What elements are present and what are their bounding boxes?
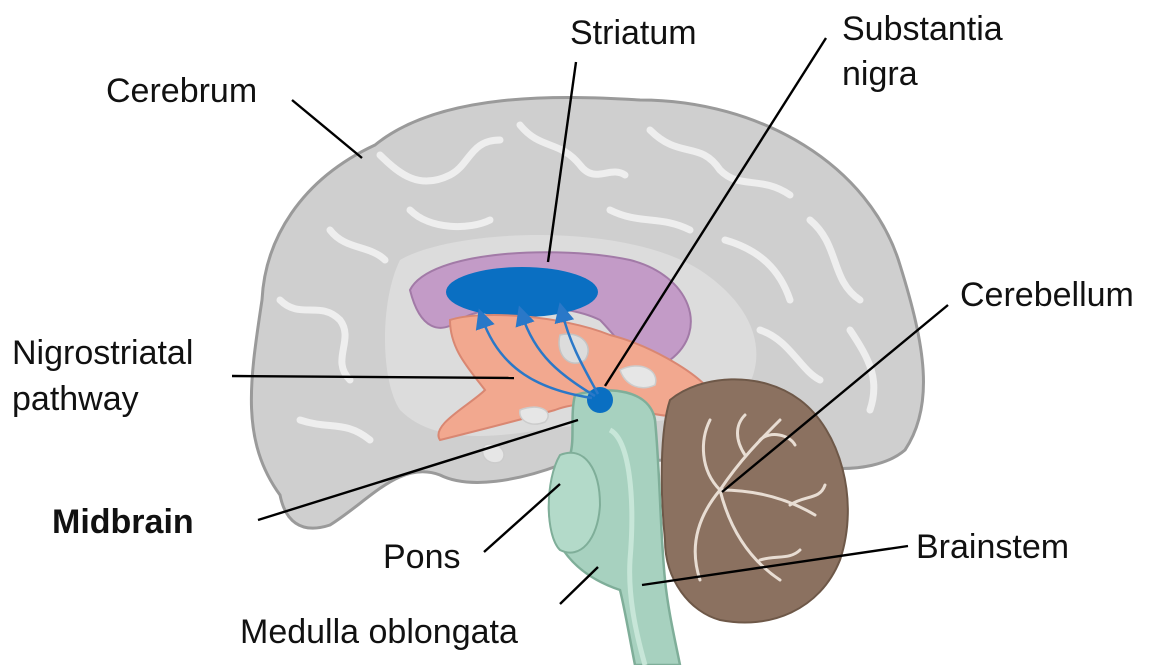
label-cerebrum: Cerebrum [106, 72, 257, 110]
label-substantia-line2: nigra [842, 55, 918, 93]
label-nigrostriatal-line1: Nigrostriatal [12, 334, 193, 372]
label-striatum: Striatum [570, 14, 697, 52]
label-nigrostriatal-line2: pathway [12, 380, 139, 418]
label-pons: Pons [383, 538, 461, 576]
substantia-nigra-dot [587, 387, 613, 413]
striatum-blue-region [446, 267, 598, 317]
medulla-leader-line [560, 567, 598, 604]
label-substantia-line1: Substantia [842, 10, 1003, 48]
label-cerebellum: Cerebellum [960, 276, 1134, 314]
label-medulla: Medulla oblongata [240, 613, 518, 651]
label-midbrain: Midbrain [52, 503, 194, 541]
label-brainstem: Brainstem [916, 528, 1069, 566]
cerebrum-leader-line [292, 100, 362, 158]
